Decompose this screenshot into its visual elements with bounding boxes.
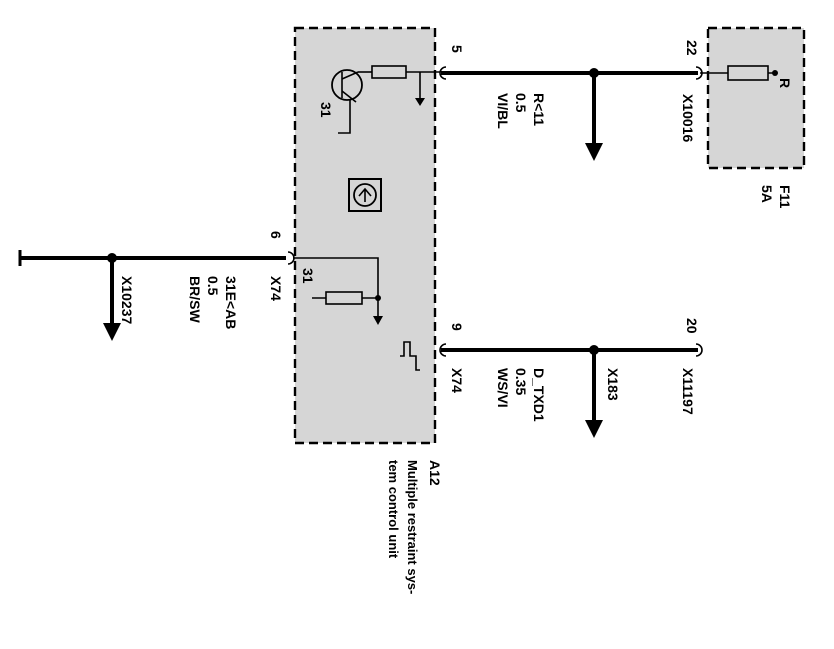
- fuse-symbol: [727, 65, 769, 81]
- data-gauge-label: 0.35: [513, 368, 529, 395]
- ground-resistor-icon: [325, 291, 363, 305]
- power-signal-label: R<11: [531, 93, 547, 126]
- emitter-ground-line: [338, 100, 351, 134]
- data-end-connector-label: X11197: [680, 368, 696, 415]
- ground-gauge-label: 0.5: [205, 276, 221, 296]
- ground-label-top: 31: [318, 102, 334, 118]
- power-gauge-label: 0.5: [513, 93, 529, 113]
- ground-junction-dot: [375, 295, 381, 301]
- data-signal-label: D_TXD1: [531, 368, 547, 422]
- control-unit-name-line2: tem control unit: [386, 460, 401, 559]
- pin20-connector-icon: [695, 343, 703, 357]
- fuse-terminal-label: R: [777, 78, 793, 88]
- ground-signal-label: 31E<AB: [223, 276, 239, 329]
- data-pulse-icon: [400, 341, 420, 371]
- power-color-label: VI/BL: [495, 93, 511, 129]
- data-branch-arrow: [585, 420, 603, 438]
- pin9-connector-icon: [439, 343, 447, 357]
- ground-internal-arrow: [373, 316, 383, 325]
- control-unit-box: [293, 26, 437, 445]
- module-symbol-circle: [353, 183, 377, 207]
- fuse-id-label: F11: [777, 185, 793, 209]
- unit-data-connector-label: X74: [449, 368, 465, 393]
- unit-ground-connector-label: X74: [268, 276, 284, 301]
- ground-color-label: BR/SW: [187, 276, 203, 323]
- transistor-collector: [341, 71, 359, 80]
- pin6-label: 6: [268, 231, 284, 239]
- pin22-label: 22: [684, 40, 700, 56]
- fuse-terminal-dot: [772, 70, 778, 76]
- data-color-label: WS/VI: [495, 368, 511, 408]
- transistor-emitter: [341, 90, 357, 103]
- control-unit-name-line1: Multiple restraint sys-: [405, 460, 420, 594]
- output-resistor-icon: [371, 65, 407, 79]
- ground-branch-arrow: [103, 323, 121, 341]
- ground-splice-connector-label: X10237: [119, 276, 135, 324]
- pin20-label: 20: [684, 318, 700, 334]
- pull-down-arrow: [415, 98, 425, 106]
- control-unit-id-label: A12: [427, 460, 443, 486]
- power-branch-arrow: [585, 143, 603, 161]
- ground-label-mid: 31: [300, 268, 316, 284]
- transistor-icon: [331, 69, 363, 101]
- pin5-label: 5: [449, 45, 465, 53]
- module-symbol-glyph: [358, 187, 372, 202]
- pin5-connector-icon: [439, 66, 447, 80]
- data-splice-connector-label: X183: [605, 368, 621, 401]
- fuse-box: [706, 26, 806, 170]
- fuse-rating-label: 5A: [759, 185, 775, 203]
- pin9-label: 9: [449, 323, 465, 331]
- fuse-connector-label: X10016: [680, 94, 696, 142]
